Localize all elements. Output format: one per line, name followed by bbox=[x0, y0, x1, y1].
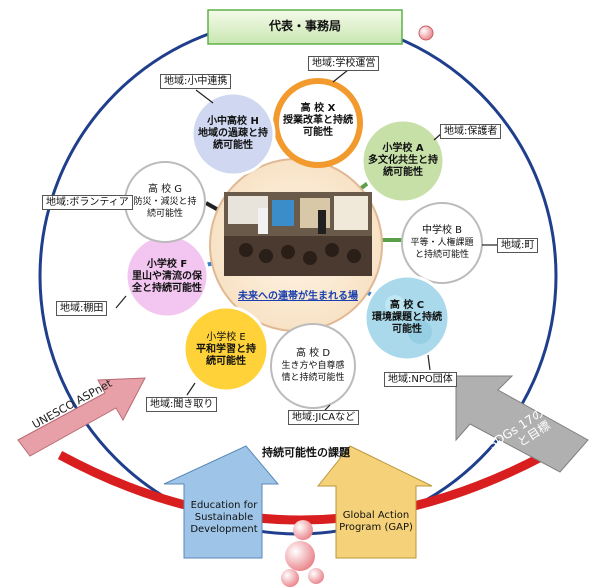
node-h-text: 小中高校 H 地域の過疎と持続可能性 bbox=[198, 116, 268, 152]
node-b bbox=[401, 202, 483, 284]
gap-arrow bbox=[316, 445, 433, 559]
center-caption: 未来への連帯が生まれる場 bbox=[238, 291, 358, 302]
top-title: 代表・事務局 bbox=[268, 19, 341, 33]
node-d-body: 生き方や自尊感情と持続可能性 bbox=[281, 361, 345, 383]
bubble-cluster bbox=[281, 520, 324, 587]
node-e-body: 平和学習と持続可能性 bbox=[196, 344, 256, 367]
esd-arrow bbox=[163, 445, 280, 559]
node-g-head: 高 校 G bbox=[147, 184, 183, 195]
node-x bbox=[273, 78, 363, 168]
label-c: 地域:NPO団体 bbox=[384, 372, 457, 387]
classroom-photo bbox=[224, 192, 372, 276]
node-d-head: 高 校 D bbox=[295, 348, 331, 359]
label-d: 地域:JICAなど bbox=[288, 410, 360, 425]
node-b-text: 中学校 B 平等・人権課題と持続可能性 bbox=[408, 225, 476, 261]
node-h bbox=[190, 91, 276, 177]
label-g: 地域:ボランティア bbox=[42, 195, 133, 210]
red-arc bbox=[57, 451, 548, 525]
node-f-head: 小学校 F bbox=[146, 259, 188, 270]
node-d-text: 高 校 D 生き方や自尊感情と持続可能性 bbox=[278, 348, 348, 384]
node-g-text: 高 校 G 防災・減災と持続可能性 bbox=[130, 184, 200, 220]
node-a-head: 小学校 A bbox=[382, 143, 424, 154]
node-h-head: 小中高校 H bbox=[207, 116, 259, 127]
node-c bbox=[363, 274, 451, 362]
node-x-head: 高 校 X bbox=[300, 103, 336, 114]
node-b-body: 平等・人権課題と持続可能性 bbox=[410, 238, 474, 260]
node-e-text: 小学校 E 平和学習と持続可能性 bbox=[192, 332, 260, 368]
node-a-body: 多文化共生と持続可能性 bbox=[368, 155, 438, 178]
node-f-text: 小学校 F 里山や清流の保全と持続可能性 bbox=[132, 259, 202, 295]
label-x: 地域:学校運営 bbox=[308, 56, 380, 71]
node-a-text: 小学校 A 多文化共生と持続可能性 bbox=[368, 143, 438, 179]
label-e: 地域:聞き取り bbox=[146, 397, 218, 412]
label-b: 地域:町 bbox=[497, 238, 539, 253]
node-d bbox=[270, 323, 356, 409]
gap-text: Global Action Program (GAP) bbox=[339, 510, 413, 533]
node-x-body: 授業改革と持続可能性 bbox=[283, 115, 353, 138]
esd-text: Education for Sustainable Development bbox=[190, 500, 258, 535]
node-a bbox=[360, 118, 446, 204]
node-b-head: 中学校 B bbox=[421, 225, 463, 236]
label-f: 地域:棚田 bbox=[56, 301, 108, 316]
node-f-body: 里山や清流の保全と持続可能性 bbox=[132, 271, 202, 294]
node-g-body: 防災・減災と持続可能性 bbox=[133, 197, 197, 219]
node-e-head: 小学校 E bbox=[206, 332, 246, 343]
node-c-body: 環境課題と持続可能性 bbox=[372, 312, 442, 335]
node-x-text: 高 校 X 授業改革と持続可能性 bbox=[282, 103, 354, 139]
sdgs-arrow bbox=[455, 375, 589, 473]
unesco-aspnet-arrow bbox=[17, 377, 146, 457]
top-title-box bbox=[207, 9, 403, 45]
bottom-title: 持続可能性の課題 bbox=[262, 446, 350, 459]
label-h: 地域:小中連携 bbox=[160, 74, 232, 89]
node-c-text: 高 校 C 環境課題と持続可能性 bbox=[372, 300, 442, 336]
label-a: 地域:保護者 bbox=[440, 124, 502, 139]
node-c-head: 高 校 C bbox=[389, 300, 425, 311]
node-h-body: 地域の過疎と持続可能性 bbox=[198, 128, 268, 151]
node-e bbox=[182, 305, 270, 393]
top-pink-dot bbox=[418, 25, 434, 41]
